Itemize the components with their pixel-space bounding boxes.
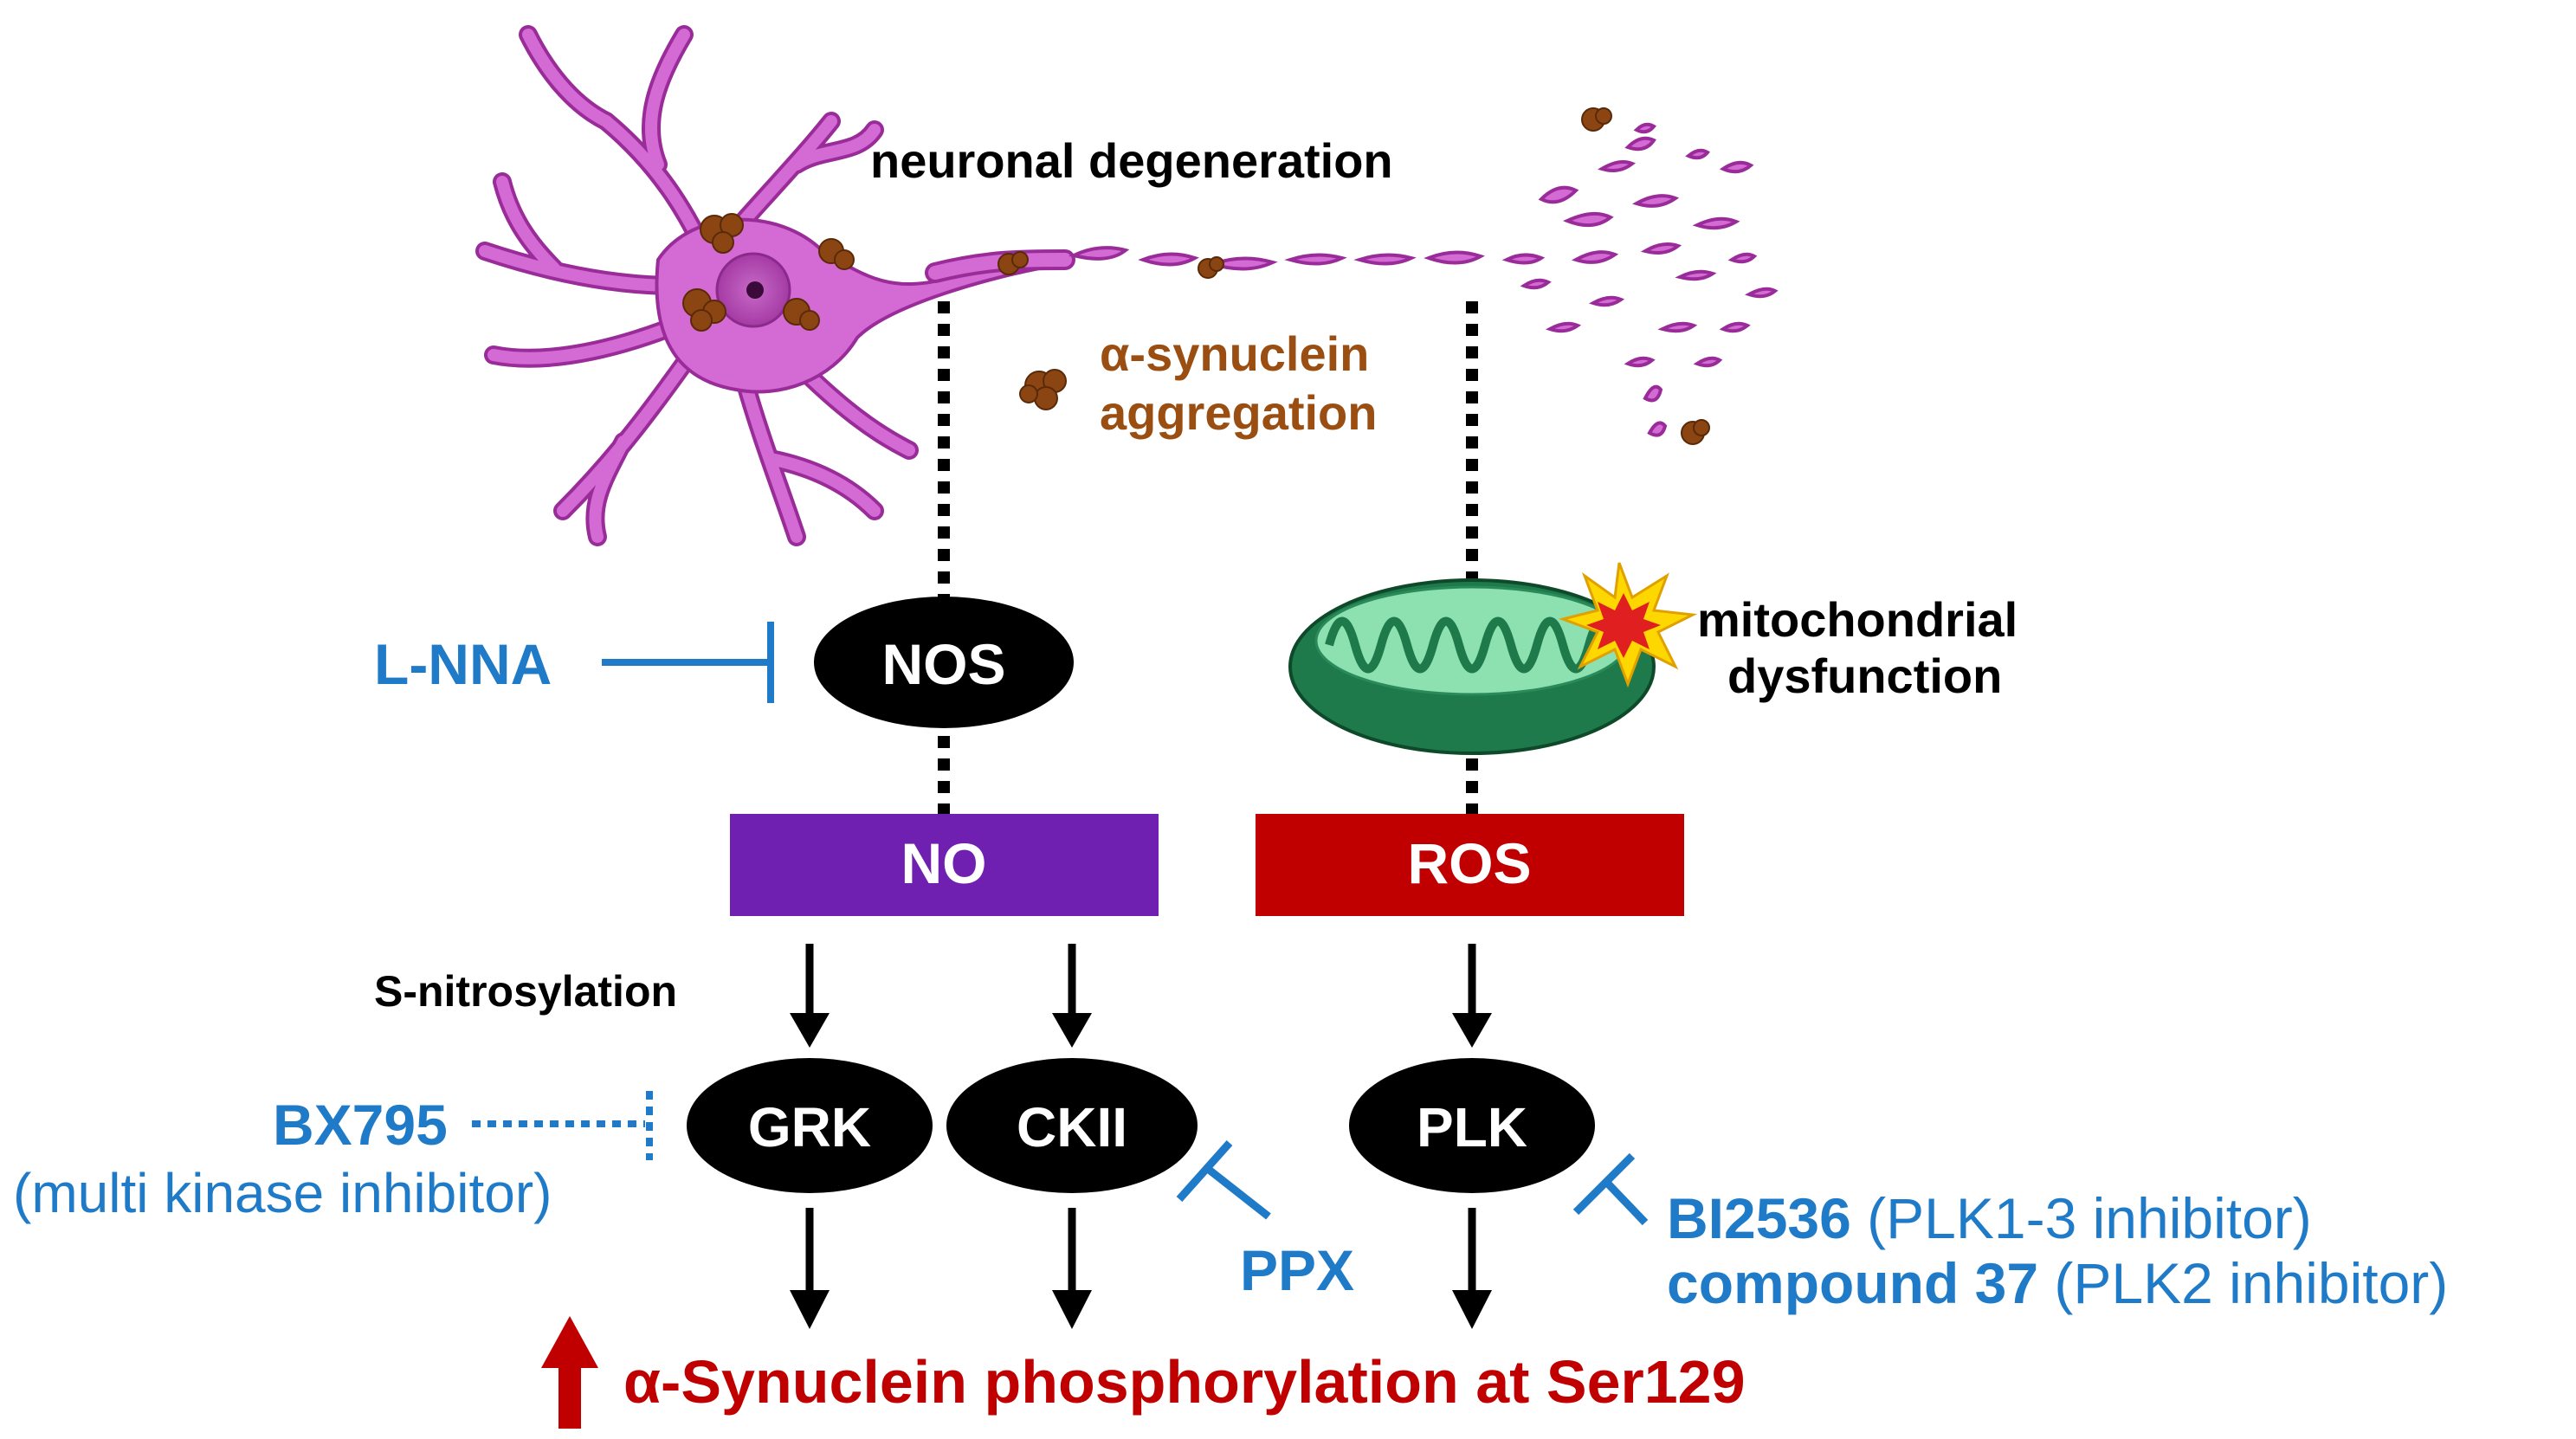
bx795-desc: (multi kinase inhibitor) [13, 1162, 552, 1224]
no-box [730, 814, 1159, 916]
compound37-desc: (PLK2 inhibitor) [2038, 1251, 2448, 1315]
ros-label: ROS [1407, 831, 1531, 895]
lnna-label: L-NNA [374, 632, 552, 696]
neuron-icon [475, 25, 1779, 546]
bi2536-desc: (PLK1-3 inhibitor) [1851, 1186, 2312, 1250]
bx795-label: BX795 [273, 1093, 448, 1157]
plk-label: PLK [1417, 1096, 1527, 1158]
svg-text:compound 37 (PLK2 inhibitor): compound 37 (PLK2 inhibitor) [1667, 1251, 2448, 1315]
asyn-aggregation-line2: aggregation [1100, 385, 1377, 440]
aggregate-icon [1019, 369, 1067, 410]
mitochondrion-icon [1288, 562, 1698, 755]
arrows-to-outcome [790, 1208, 1492, 1329]
svg-text:BI2536 (PLK1-3 inhibitor): BI2536 (PLK1-3 inhibitor) [1667, 1186, 2312, 1250]
lnna-inhibit-line [602, 622, 774, 703]
s-nitrosylation-label: S-nitrosylation [374, 967, 677, 1016]
plk-inhibit-line [1572, 1152, 1649, 1226]
bi2536-label: BI2536 [1667, 1186, 1851, 1250]
mito-label-line1: mitochondrial [1697, 592, 2018, 647]
no-label: NO [901, 831, 987, 895]
bx795-inhibit-line [472, 1091, 653, 1160]
ckii-node [946, 1058, 1198, 1193]
compound37-label: compound 37 [1667, 1251, 2038, 1315]
plk-node [1349, 1058, 1595, 1193]
grk-node [687, 1058, 933, 1193]
asyn-aggregation-line1: α-synuclein [1100, 326, 1369, 381]
dotted-connectors [938, 301, 1478, 814]
nos-label: NOS [881, 632, 1005, 696]
ckii-label: CKII [1017, 1096, 1127, 1158]
arrows-to-kinases [790, 944, 1492, 1048]
neuronal-degeneration-label: neuronal degeneration [870, 133, 1393, 188]
ros-box [1256, 814, 1684, 916]
up-arrow-icon [541, 1316, 598, 1429]
outcome-label: α-Synuclein phosphorylation at Ser129 [623, 1348, 1746, 1416]
ppx-inhibit-line [1176, 1140, 1271, 1220]
mito-label-line2: dysfunction [1727, 649, 2002, 703]
nos-node [814, 597, 1074, 728]
ppx-label: PPX [1240, 1238, 1354, 1302]
grk-label: GRK [748, 1096, 871, 1158]
